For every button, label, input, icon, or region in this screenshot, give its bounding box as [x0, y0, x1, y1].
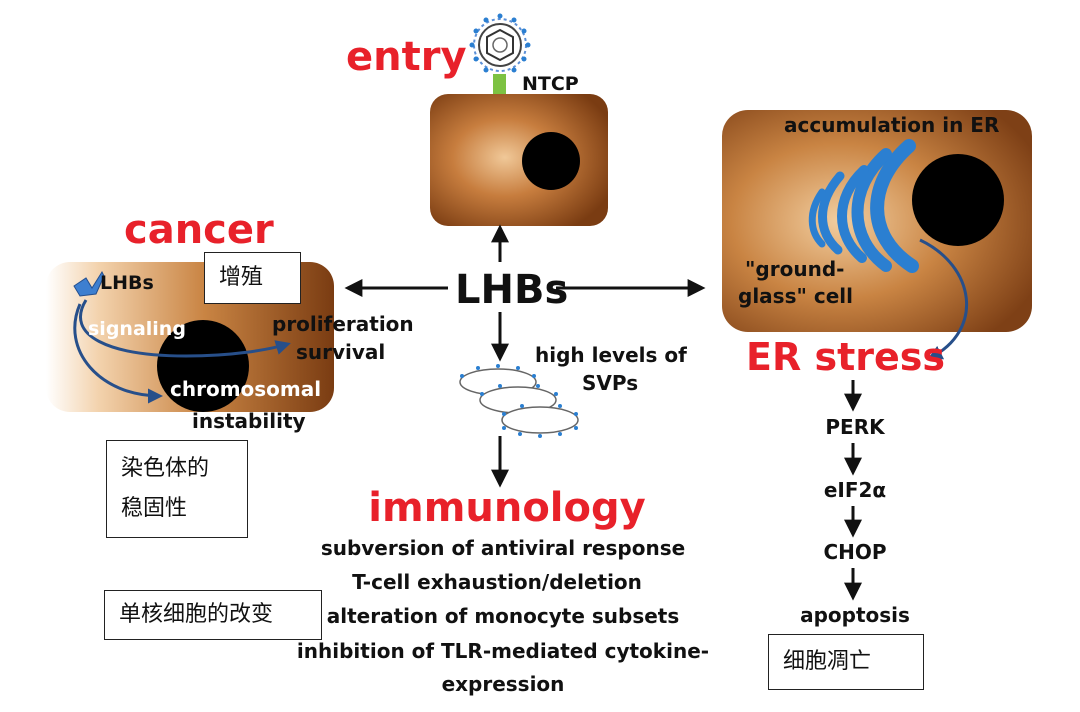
note-proliferation: 增殖 — [204, 252, 301, 304]
immunology-item: expression — [442, 672, 565, 696]
note-apoptosis-text: 细胞凋亡 — [783, 649, 872, 674]
er-stress-title: ER stress — [746, 335, 945, 379]
pathway-step-eif2a: eIF2α — [824, 478, 886, 502]
chromosomal-label: chromosomal — [170, 377, 321, 401]
ground-glass-line1: "ground- — [745, 257, 844, 281]
hub-lhbs-label: LHBs — [455, 267, 568, 313]
entry-title: entry — [346, 34, 467, 80]
pathway-step-apoptosis: apoptosis — [800, 603, 910, 627]
lhbs-marker-icon — [73, 270, 105, 297]
signaling-label: signaling — [88, 318, 186, 340]
er-membranes — [808, 139, 919, 273]
immunology-list: subversion of antiviral response T-cell … — [297, 536, 709, 696]
immunology-item: alteration of monocyte subsets — [327, 604, 680, 628]
immunology-item: subversion of antiviral response — [321, 536, 685, 560]
instability-label: instability — [192, 409, 306, 433]
note-monocyte-text: 单核细胞的改变 — [119, 602, 274, 627]
note-monocyte: 单核细胞的改变 — [104, 590, 322, 640]
top-nucleus — [522, 132, 580, 190]
note-chromosome-line2: 稳固性 — [121, 496, 188, 521]
proliferation-label: proliferation — [272, 312, 414, 336]
immunology-item: inhibition of TLR-mediated cytokine- — [297, 639, 709, 663]
svp-particles-icon — [459, 364, 579, 438]
pathway-step-chop: CHOP — [823, 540, 886, 564]
cancer-lhbs-label: LHBs — [100, 272, 154, 294]
svp-label-line1: high levels of — [535, 343, 687, 367]
pathway-step-perk: PERK — [825, 415, 886, 439]
signaling-arrow — [79, 299, 291, 358]
note-apoptosis: 细胞凋亡 — [768, 634, 924, 690]
chromosomal-arrow — [73, 303, 163, 404]
ntcp-receptor — [493, 74, 506, 98]
ground-glass-line2: glass" cell — [738, 284, 853, 308]
cancer-nucleus — [157, 320, 249, 412]
note-proliferation-text: 增殖 — [219, 265, 264, 290]
immunology-item: T-cell exhaustion/deletion — [352, 570, 642, 594]
svp-label-line2: SVPs — [582, 371, 638, 395]
immunology-title: immunology — [368, 485, 645, 531]
cancer-title: cancer — [124, 207, 274, 253]
virus-particle-icon — [469, 13, 531, 73]
er-stress-curve-arrow — [919, 238, 968, 360]
er-nucleus — [912, 154, 1004, 246]
top-hepatocyte — [430, 94, 608, 226]
ntcp-label: NTCP — [522, 73, 579, 95]
note-chromosome-stability: 染色体的 稳固性 — [106, 440, 248, 538]
note-chromosome-line1: 染色体的 — [121, 456, 210, 481]
survival-label: survival — [296, 340, 385, 364]
accumulation-label: accumulation in ER — [784, 113, 999, 137]
